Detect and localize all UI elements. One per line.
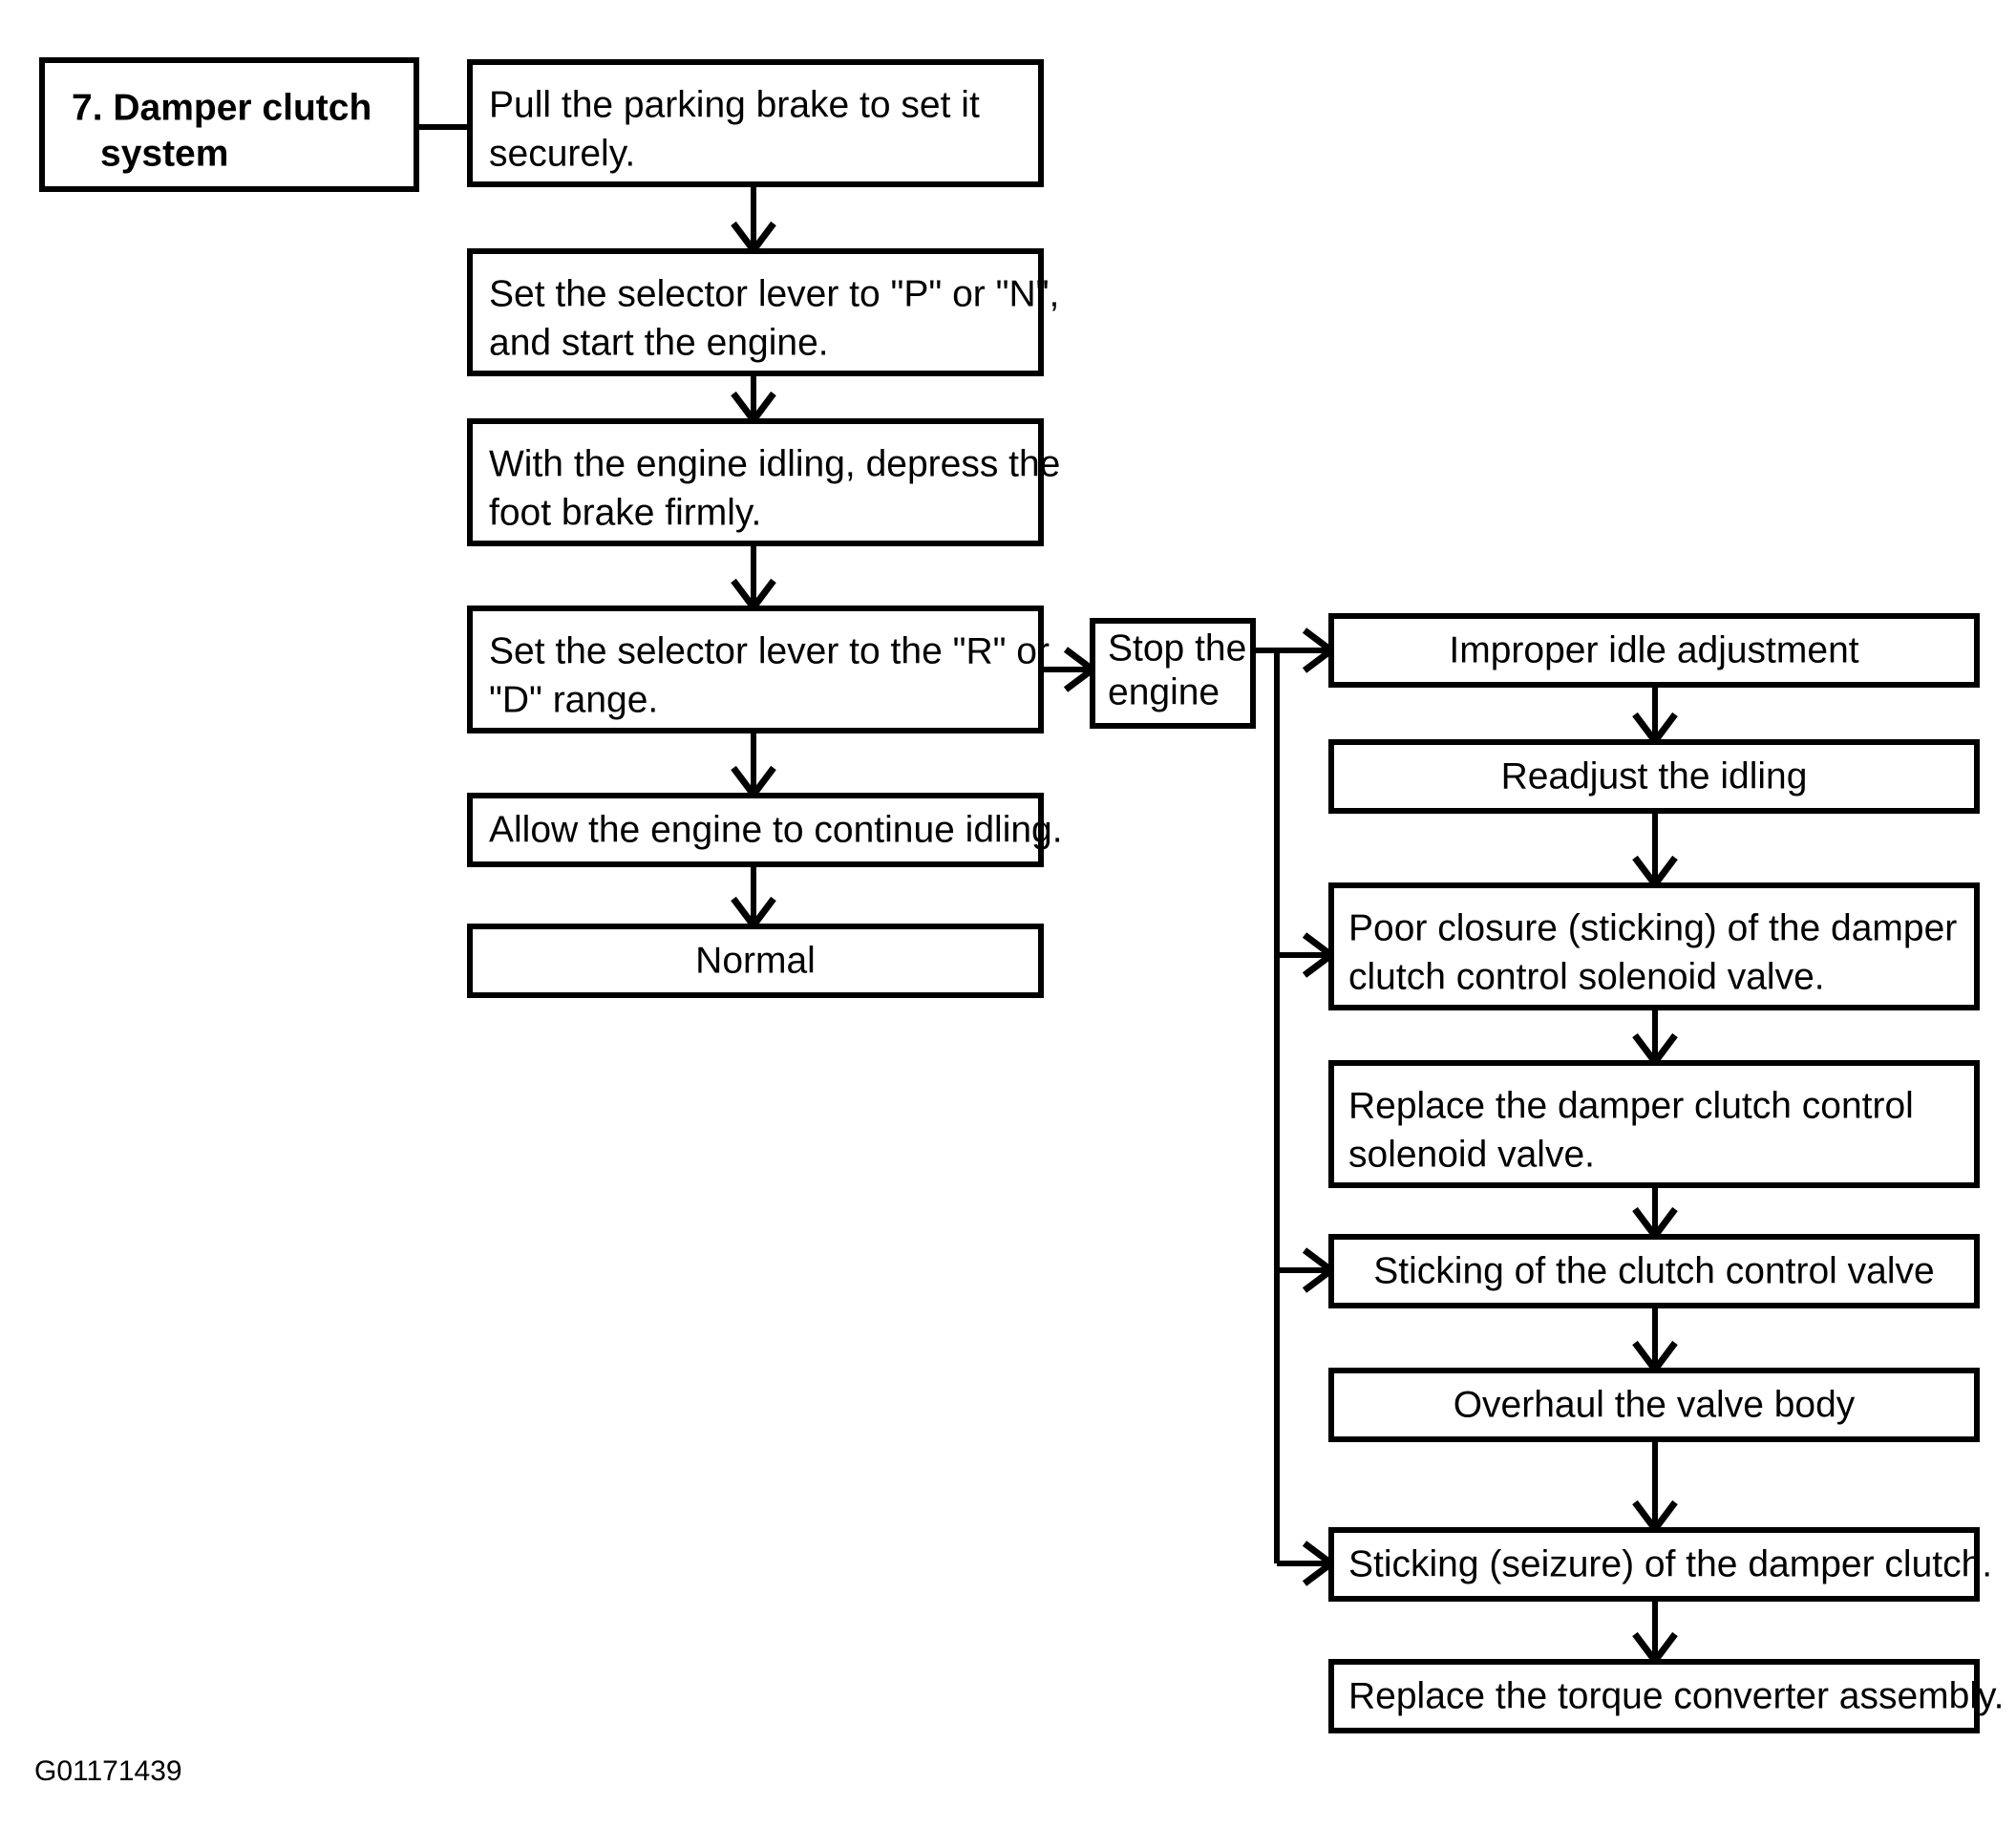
title-box-line2: system <box>100 133 228 174</box>
box-poor-closure-solenoid-line2: clutch control solenoid valve. <box>1348 956 1825 997</box>
box-sticking-clutch-control-valve: Sticking of the clutch control valve <box>1328 1234 1980 1308</box>
box-allow-continue-idling-line1: Allow the engine to continue idling. <box>489 809 1063 850</box>
arrow-step2-to-step3 <box>731 373 776 426</box>
box-replace-torque-converter: Replace the torque converter assembly. <box>1328 1659 2004 1733</box>
box-sticking-seizure-damper-clutch-label: Sticking (seizure) of the damper clutch. <box>1348 1543 1992 1584</box>
box-set-selector-p-n-line2: and start the engine. <box>489 322 829 363</box>
box-replace-solenoid-valve-line2: solenoid valve. <box>1348 1134 1595 1175</box>
box-replace-torque-converter-label: Replace the torque converter assembly. <box>1348 1675 2004 1716</box>
arrow-readjust-to-poor-closure <box>1632 811 1678 890</box>
arrow-overhaul-to-sticking-seizure <box>1632 1439 1678 1535</box>
box-poor-closure-solenoid-line1: Poor closure (sticking) of the damper <box>1348 907 1957 948</box>
title-box: 7. Damper clutch system <box>39 57 419 192</box>
box-engine-idling-foot-brake-line2: foot brake firmly. <box>489 492 761 533</box>
box-engine-idling-foot-brake-line1: With the engine idling, depress the <box>489 443 1060 484</box>
box-overhaul-valve-body: Overhaul the valve body <box>1328 1368 1980 1442</box>
box-stop-the-engine-line1: Stop the <box>1108 627 1246 669</box>
box-normal-label: Normal <box>695 940 816 981</box>
box-replace-solenoid-valve: Replace the damper clutch control soleno… <box>1328 1060 1980 1188</box>
box-sticking-clutch-control-valve-label: Sticking of the clutch control valve <box>1373 1250 1934 1291</box>
box-pull-parking-brake-line2: securely. <box>489 133 635 174</box>
arrow-improper-to-readjust <box>1632 685 1678 747</box>
box-allow-continue-idling: Allow the engine to continue idling. <box>467 793 1063 867</box>
arrow-step3-to-step4 <box>731 543 776 613</box>
arrow-replace-solenoid-to-sticking-valve <box>1632 1185 1678 1242</box>
arrow-sticking-seizure-to-replace-converter <box>1632 1599 1678 1667</box>
box-improper-idle-adjustment-label: Improper idle adjustment <box>1449 629 1858 670</box>
box-set-selector-r-d-line1: Set the selector lever to the "R" or <box>489 630 1050 671</box>
box-set-selector-r-d: Set the selector lever to the "R" or "D"… <box>467 606 1050 733</box>
box-sticking-seizure-damper-clutch: Sticking (seizure) of the damper clutch. <box>1328 1527 1992 1602</box>
figure-caption: G01171439 <box>34 1755 182 1787</box>
arrow-sticking-valve-to-overhaul <box>1632 1306 1678 1375</box>
box-normal: Normal <box>467 924 1044 998</box>
box-stop-the-engine: Stop the engine <box>1090 618 1256 729</box>
arrow-step1-to-step2 <box>731 184 776 256</box>
box-set-selector-r-d-line2: "D" range. <box>489 679 658 720</box>
arrow-step4-to-step5 <box>731 731 776 800</box>
box-pull-parking-brake-line1: Pull the parking brake to set it <box>489 84 980 125</box>
box-overhaul-valve-body-label: Overhaul the valve body <box>1454 1384 1856 1425</box>
box-pull-parking-brake: Pull the parking brake to set it securel… <box>467 59 1044 187</box>
title-box-line1: 7. Damper clutch <box>72 87 371 128</box>
box-stop-the-engine-line2: engine <box>1108 671 1220 712</box>
box-replace-solenoid-valve-line1: Replace the damper clutch control <box>1348 1085 1914 1126</box>
trunk-distribution-line <box>1253 627 1337 1586</box>
box-engine-idling-foot-brake: With the engine idling, depress the foot… <box>467 418 1060 546</box>
box-set-selector-p-n: Set the selector lever to "P" or "N", an… <box>467 248 1059 376</box>
box-improper-idle-adjustment: Improper idle adjustment <box>1328 613 1980 688</box>
box-poor-closure-solenoid: Poor closure (sticking) of the damper cl… <box>1328 882 1980 1010</box>
box-readjust-the-idling-label: Readjust the idling <box>1501 755 1808 797</box>
arrow-step5-to-normal <box>731 864 776 931</box>
arrow-poor-closure-to-replace-solenoid <box>1632 1008 1678 1068</box>
box-readjust-the-idling: Readjust the idling <box>1328 739 1980 814</box>
box-set-selector-p-n-line1: Set the selector lever to "P" or "N", <box>489 273 1059 314</box>
